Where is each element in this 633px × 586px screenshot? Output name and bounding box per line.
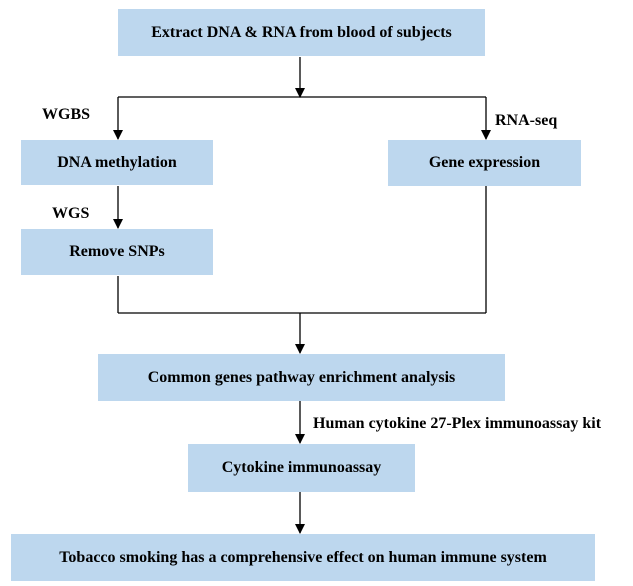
wgs-label: WGS: [52, 205, 90, 222]
pathway-analysis-box: Common genes pathway enrichment analysis: [98, 354, 505, 401]
remove-snps-box: Remove SNPs: [21, 229, 213, 275]
wgbs-label: WGBS: [42, 106, 91, 123]
gene-expression-box: Gene expression: [388, 140, 581, 186]
extract-box: Extract DNA & RNA from blood of subjects: [118, 9, 485, 56]
dna-methylation-box: DNA methylation: [21, 140, 213, 185]
rna-seq-label: RNA-seq: [495, 112, 558, 129]
kit-label: Human cytokine 27-Plex immunoassay kit: [313, 415, 602, 432]
cytokine-immunoassay-box: Cytokine immunoassay: [188, 444, 415, 492]
conclusion-box: Tobacco smoking has a comprehensive effe…: [11, 534, 595, 581]
